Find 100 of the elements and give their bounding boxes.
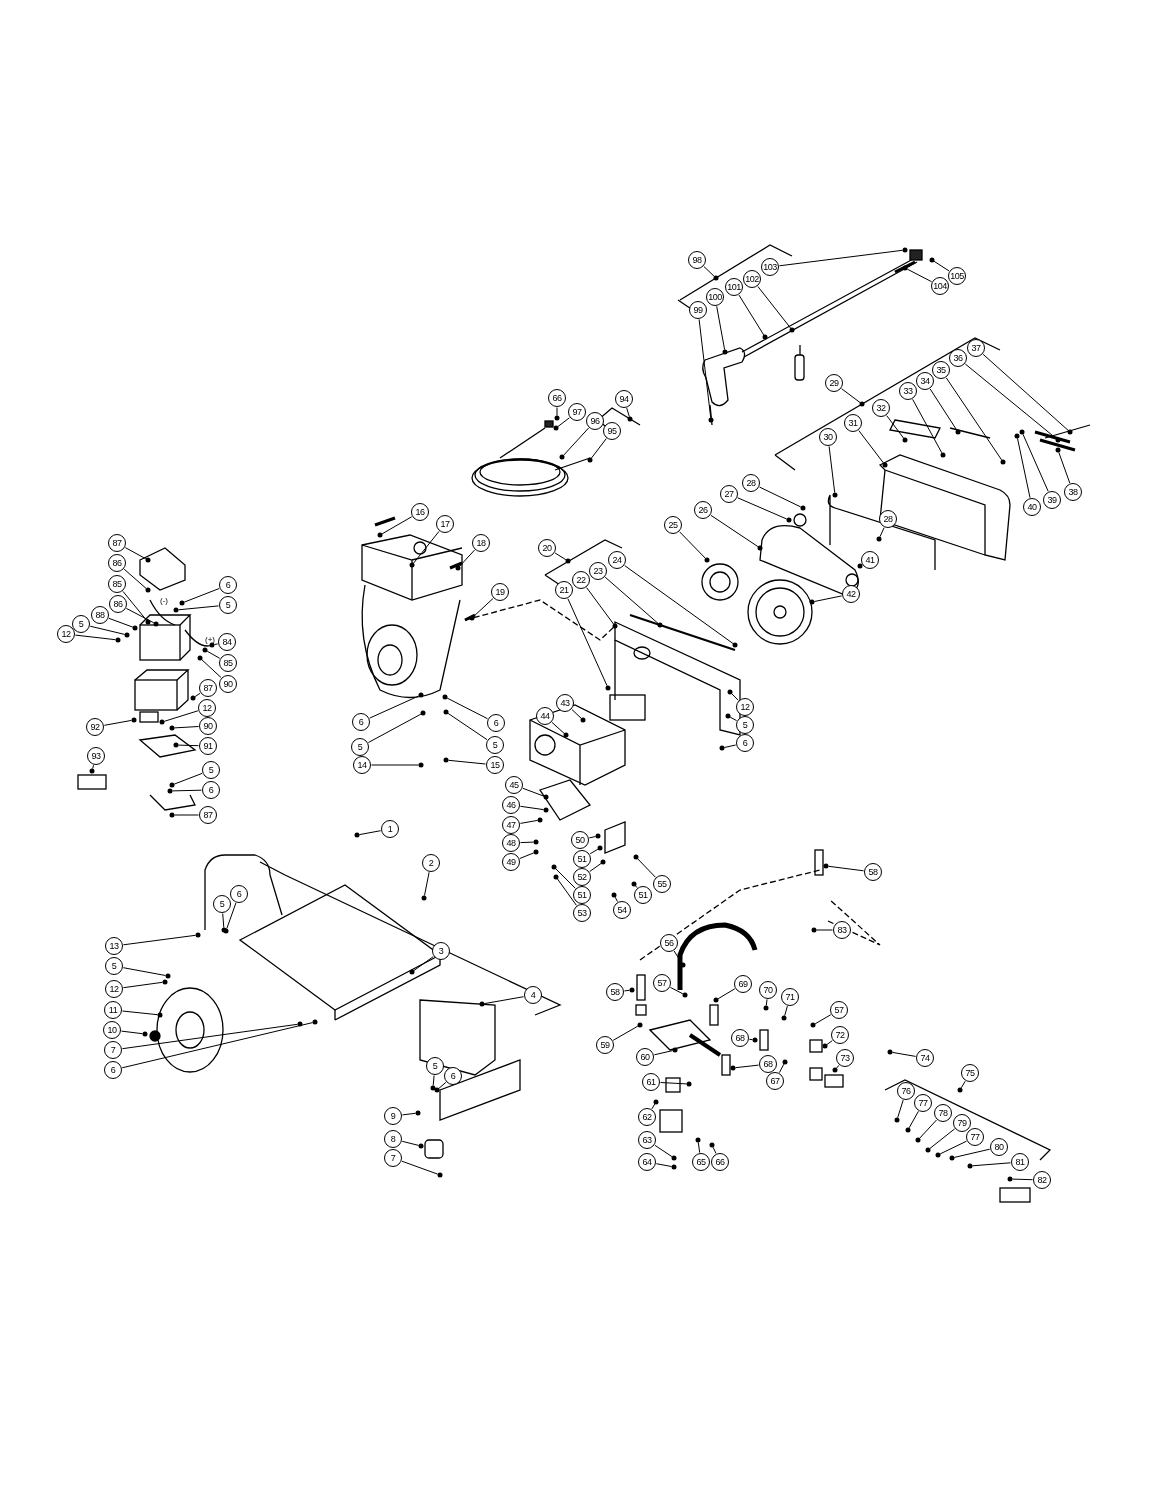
- leader-line: [614, 896, 618, 903]
- leader-line: [748, 1038, 753, 1041]
- callout-number: 43: [556, 694, 574, 712]
- callout-number: 48: [502, 834, 520, 852]
- callout-number: 41: [861, 551, 879, 569]
- callout-number: 7: [384, 1149, 402, 1167]
- polarity-mark: (+): [205, 635, 215, 644]
- part-point-dot: [671, 1164, 677, 1170]
- leader-line: [459, 549, 476, 567]
- callout-number: 25: [664, 516, 682, 534]
- leader-line: [222, 913, 225, 928]
- part-point-dot: [810, 1022, 816, 1028]
- part-point-dot: [722, 349, 728, 355]
- part-point-dot: [469, 615, 475, 621]
- callout-number: 31: [844, 414, 862, 432]
- part-point-dot: [732, 642, 738, 648]
- callout-number: 87: [199, 679, 217, 697]
- part-point-dot: [430, 1085, 436, 1091]
- leader-line: [1012, 1178, 1033, 1181]
- callout-number: 55: [653, 875, 671, 893]
- part-point-dot: [786, 517, 792, 523]
- callout-number: 20: [538, 539, 556, 557]
- callout-number: 87: [108, 534, 126, 552]
- leader-line: [424, 871, 430, 896]
- callout-number: 60: [636, 1048, 654, 1066]
- part-point-dot: [832, 492, 838, 498]
- part-point-dot: [169, 782, 175, 788]
- callout-number: 78: [934, 1104, 952, 1122]
- part-point-dot: [730, 1065, 736, 1071]
- part-point-dot: [157, 1012, 163, 1018]
- leader-line: [520, 841, 534, 844]
- callout-number: 3: [432, 942, 450, 960]
- callout-number: 63: [638, 1131, 656, 1149]
- callout-number: 12: [198, 699, 216, 717]
- callout-number: 29: [825, 374, 843, 392]
- leader-line: [123, 568, 147, 589]
- callout-number: 50: [571, 831, 589, 849]
- leader-line: [519, 852, 535, 859]
- callout-number: 26: [694, 501, 712, 519]
- part-point-dot: [553, 425, 559, 431]
- part-point-dot: [789, 327, 795, 333]
- part-point-dot: [955, 429, 961, 435]
- part-point-dot: [354, 832, 360, 838]
- part-point-dot: [876, 536, 882, 542]
- leader-line: [858, 430, 884, 464]
- leader-line: [929, 1128, 956, 1149]
- callout-number: 15: [486, 756, 504, 774]
- callout-number: 22: [572, 571, 590, 589]
- part-point-dot: [553, 874, 559, 880]
- callout-number: 5: [202, 761, 220, 779]
- leader-line: [712, 1146, 717, 1154]
- part-point-dot: [763, 1005, 769, 1011]
- part-point-dot: [115, 637, 121, 643]
- part-point-dot: [1019, 429, 1025, 435]
- leader-line: [74, 634, 116, 641]
- leader-line: [653, 1050, 674, 1056]
- leader-line: [174, 814, 199, 816]
- part-point-dot: [823, 863, 829, 869]
- leader-line: [1022, 433, 1049, 492]
- leader-line: [183, 588, 220, 603]
- callout-number: 57: [830, 1001, 848, 1019]
- leader-line: [738, 294, 765, 336]
- leader-line: [586, 587, 614, 625]
- part-point-dot: [725, 713, 731, 719]
- leader-line: [697, 1142, 701, 1154]
- callout-number: 6: [202, 781, 220, 799]
- callout-number: 4: [524, 986, 542, 1004]
- leader-line: [953, 1148, 991, 1158]
- part-point-dot: [437, 1172, 443, 1178]
- callout-number: 56: [660, 934, 678, 952]
- leader-line: [359, 830, 382, 836]
- leader-line: [121, 1010, 158, 1016]
- callout-number: 90: [199, 717, 217, 735]
- part-point-dot: [727, 689, 733, 695]
- callout-number: 27: [720, 485, 738, 503]
- callout-number: 98: [688, 251, 706, 269]
- part-point-dot: [859, 401, 865, 407]
- callout-number: 75: [961, 1064, 979, 1082]
- part-point-dot: [629, 987, 635, 993]
- leader-line: [557, 878, 577, 906]
- part-point-dot: [600, 859, 606, 865]
- callout-number: 79: [953, 1114, 971, 1132]
- part-point-dot: [173, 742, 179, 748]
- part-point-dot: [418, 692, 424, 698]
- part-point-dot: [587, 457, 593, 463]
- callout-number: 6: [352, 713, 370, 731]
- part-point-dot: [145, 619, 151, 625]
- leader-line: [897, 1099, 904, 1119]
- leader-line: [710, 514, 759, 548]
- part-point-dot: [811, 927, 817, 933]
- leader-line: [122, 590, 147, 621]
- part-point-dot: [671, 1155, 677, 1161]
- callout-number: 49: [502, 853, 520, 871]
- leader-line: [716, 305, 726, 350]
- leader-line: [446, 697, 488, 720]
- callout-number: 104: [931, 277, 949, 295]
- callout-number: 1: [381, 820, 399, 838]
- leader-line: [729, 716, 738, 722]
- part-point-dot: [762, 334, 768, 340]
- callout-number: 102: [743, 270, 761, 288]
